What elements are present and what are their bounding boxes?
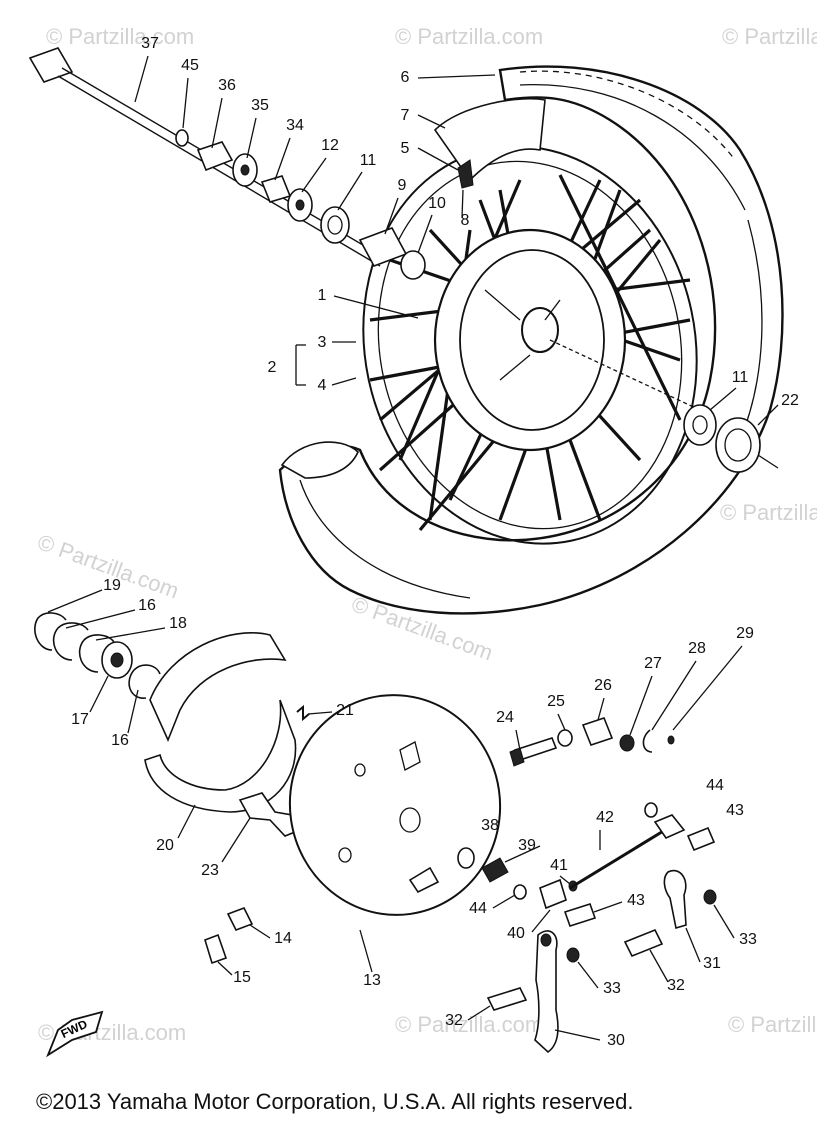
callout-12: 12	[321, 137, 339, 154]
callout-39: 39	[518, 837, 536, 854]
callout-23: 23	[201, 862, 219, 879]
callout-19: 19	[103, 577, 121, 594]
callout-34: 34	[286, 117, 304, 134]
callout-36: 36	[218, 77, 236, 94]
callout-4: 4	[318, 377, 327, 394]
callout-3: 3	[318, 334, 327, 351]
callout-6: 6	[401, 69, 410, 86]
callout-42: 42	[596, 809, 614, 826]
callout-30: 30	[607, 1032, 625, 1049]
tube	[433, 97, 546, 182]
callout-33a: 33	[739, 931, 757, 948]
callout-16a: 16	[138, 597, 156, 614]
front-wheel-assembly	[278, 65, 784, 615]
callout-38: 38	[481, 817, 499, 834]
callout-7: 7	[401, 107, 410, 124]
callout-32a: 32	[667, 977, 685, 994]
callout-45: 45	[181, 57, 199, 74]
callout-43a: 43	[726, 802, 744, 819]
callout-9: 9	[398, 177, 407, 194]
callout-16b: 16	[111, 732, 129, 749]
callout-31: 31	[703, 955, 721, 972]
axle-stack	[28, 47, 779, 473]
callout-5: 5	[401, 140, 410, 157]
callout-28: 28	[688, 640, 706, 657]
callout-43b: 43	[627, 892, 645, 909]
leader-lines	[47, 55, 779, 1041]
watermark-text: © Partzilla.com	[46, 24, 194, 49]
callout-37: 37	[141, 35, 159, 52]
callout-17: 17	[71, 711, 89, 728]
callout-33b: 33	[603, 980, 621, 997]
callout-26: 26	[594, 677, 612, 694]
watermark-text: © Partzilla.com	[395, 1012, 543, 1037]
watermark-text: © Partzilla.com	[720, 500, 817, 525]
callout-20: 20	[156, 837, 174, 854]
fwd-arrow: FWD	[46, 1010, 104, 1058]
callout-11b: 11	[732, 369, 749, 386]
callout-14: 14	[274, 930, 292, 947]
brake-panel	[288, 694, 502, 916]
brake-assembly	[34, 612, 717, 1054]
copyright-notice: ©2013 Yamaha Motor Corporation, U.S.A. A…	[36, 1089, 634, 1114]
callout-44a: 44	[706, 777, 724, 794]
callout-15: 15	[233, 969, 251, 986]
callout-24: 24	[496, 709, 514, 726]
callout-35: 35	[251, 97, 269, 114]
brake-shoe	[149, 632, 287, 743]
watermark-text: © Partzilla.com	[722, 24, 817, 49]
callout-1: 1	[318, 287, 327, 304]
callout-11a: 11	[360, 152, 377, 169]
callout-21: 21	[336, 702, 354, 719]
callout-40: 40	[507, 925, 525, 942]
axle	[28, 47, 74, 83]
callout-29: 29	[736, 625, 754, 642]
callout-44b: 44	[469, 900, 487, 917]
valve	[457, 159, 474, 189]
watermark-text: © Partzilla.com	[728, 1012, 817, 1037]
tire	[278, 65, 784, 615]
callout-27: 27	[644, 655, 662, 672]
callout-18: 18	[169, 615, 187, 632]
watermark-text: © Partzilla.com	[395, 24, 543, 49]
callout-41: 41	[550, 857, 568, 874]
callout-25: 25	[547, 693, 565, 710]
callout-32b: 32	[445, 1012, 463, 1029]
callout-2: 2	[268, 359, 277, 376]
callout-13: 13	[363, 972, 381, 989]
brake-arm	[534, 930, 559, 1054]
callout-22: 22	[781, 392, 799, 409]
callout-10: 10	[428, 195, 446, 212]
callout-8: 8	[461, 212, 470, 229]
